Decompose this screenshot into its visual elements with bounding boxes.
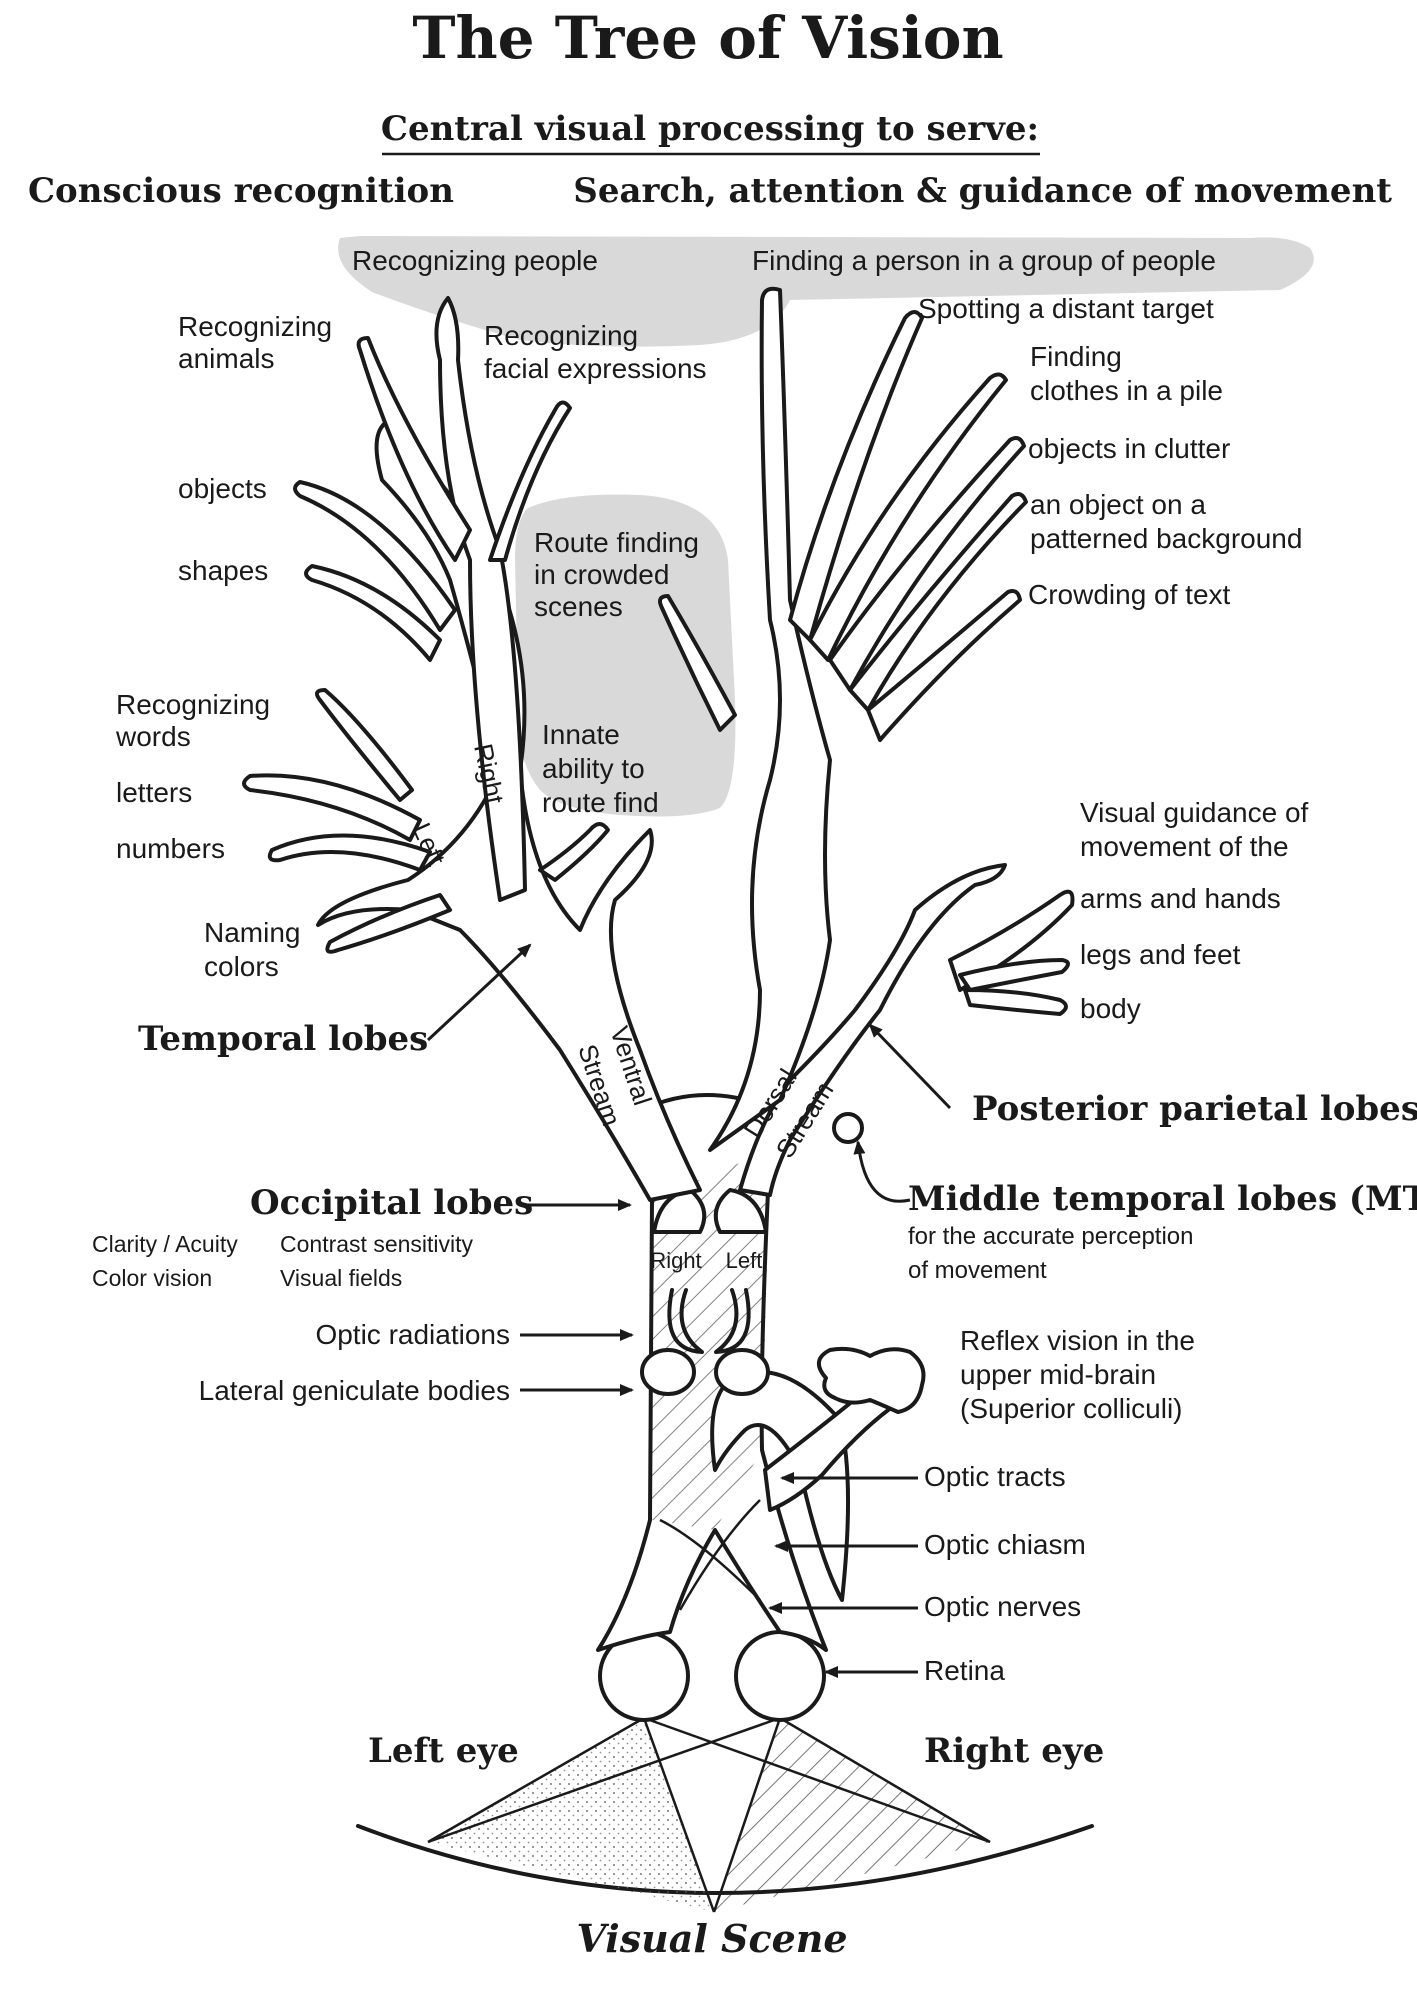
dorsal-stream-trunk	[738, 863, 1007, 1197]
branch-naming-colors	[325, 893, 452, 954]
label-clarity: Clarity / Acuity	[92, 1231, 238, 1257]
radiation-left	[714, 1288, 751, 1354]
branch-clothes	[808, 372, 1008, 662]
radiation-right	[667, 1288, 704, 1354]
label-visual-fields: Visual fields	[280, 1265, 402, 1291]
label-left-eye: Left eye	[368, 1731, 519, 1771]
label-optic-tracts: Optic tracts	[924, 1461, 1066, 1492]
branch-body	[963, 988, 1068, 1016]
label-parietal-lobes: Posterior parietal lobes	[972, 1089, 1417, 1129]
branch-numbers	[267, 833, 432, 872]
branch-animals	[356, 336, 472, 562]
label-optic-nerves: Optic nerves	[924, 1591, 1081, 1622]
mt-marker	[832, 1112, 864, 1144]
label-innate-3: route find	[542, 787, 659, 818]
label-innate-1: Innate	[542, 719, 620, 750]
label-reflex-1: Reflex vision in the	[960, 1325, 1195, 1356]
label-clothes-2: clothes in a pile	[1030, 375, 1223, 406]
branch-innate	[538, 822, 610, 882]
label-body: body	[1080, 993, 1141, 1024]
highlight-route-finding	[515, 494, 736, 817]
diagram-subtitle: Central visual processing to serve:	[381, 109, 1039, 149]
label-mt-note-2: of movement	[908, 1257, 1047, 1284]
label-finding-person: Finding a person in a group of people	[752, 245, 1216, 276]
label-guidance-1: Visual guidance of	[1080, 797, 1309, 828]
label-objects: objects	[178, 473, 267, 504]
heading-search-attention: Search, attention & guidance of movement	[573, 171, 1392, 211]
branch-legs	[958, 958, 1070, 992]
visual-scene-arc	[356, 1824, 1094, 1895]
superior-colliculi	[817, 1346, 926, 1414]
label-guidance-2: movement of the	[1080, 831, 1289, 862]
label-numbers: numbers	[116, 833, 225, 864]
label-temporal-lobes: Temporal lobes	[138, 1019, 428, 1059]
label-recognizing-people: Recognizing people	[352, 245, 598, 276]
diagram-title: The Tree of Vision	[412, 4, 1003, 72]
label-crowding: Crowding of text	[1028, 579, 1231, 610]
branch-crowding	[866, 589, 1022, 742]
branch-route-crowded	[658, 594, 737, 732]
lgb-left	[714, 1348, 770, 1396]
label-spotting: Spotting a distant target	[918, 293, 1214, 324]
label-words-1: Recognizing	[116, 689, 270, 720]
label-letters: letters	[116, 777, 192, 808]
label-route-crowded-3: scenes	[534, 591, 623, 622]
label-words-2: words	[115, 721, 191, 752]
chiasm-fibres	[659, 1499, 761, 1611]
label-occipital-lobes: Occipital lobes	[250, 1183, 533, 1223]
label-clutter: objects in clutter	[1028, 433, 1230, 464]
label-optic-radiations: Optic radiations	[315, 1319, 510, 1350]
branch-spotting	[788, 310, 924, 642]
label-innate-2: ability to	[542, 753, 645, 784]
label-patterned-2: patterned background	[1030, 523, 1302, 554]
label-route-crowded-2: in crowded	[534, 559, 669, 590]
label-contrast: Contrast sensitivity	[280, 1231, 474, 1257]
lgb-right	[640, 1348, 696, 1396]
label-facial-2: facial expressions	[484, 353, 707, 384]
label-visual-scene: Visual Scene	[576, 1916, 847, 1961]
label-animals-1: Recognizing	[178, 311, 332, 342]
label-clothes-1: Finding	[1030, 341, 1122, 372]
label-mt: Middle temporal lobes (MT)	[908, 1179, 1417, 1219]
label-legs: legs and feet	[1080, 939, 1241, 970]
label-retina: Retina	[924, 1655, 1005, 1686]
heading-conscious-recognition: Conscious recognition	[28, 171, 454, 211]
label-mt-note-1: for the accurate perception	[908, 1223, 1194, 1250]
label-animals-2: animals	[178, 343, 274, 374]
pointer-arrows	[426, 943, 952, 1678]
branch-objects	[293, 480, 457, 632]
label-reflex-2: upper mid-brain	[960, 1359, 1156, 1390]
branch-patterned	[848, 492, 1028, 712]
label-occ-right: Right	[650, 1248, 701, 1273]
label-lgb: Lateral geniculate bodies	[199, 1375, 510, 1406]
label-route-crowded-1: Route finding	[534, 527, 699, 558]
right-eyeball	[734, 1630, 826, 1722]
label-colors-2: colors	[204, 951, 279, 982]
label-optic-chiasm: Optic chiasm	[924, 1529, 1086, 1560]
label-right-eye: Right eye	[924, 1731, 1104, 1771]
dorsal-central-trunk	[708, 286, 832, 1152]
branch-arms	[948, 889, 1075, 992]
occipital-knot-left	[713, 1188, 768, 1234]
label-patterned-1: an object on a	[1030, 489, 1206, 520]
label-reflex-3: (Superior colliculi)	[960, 1393, 1183, 1424]
highlight-top-band	[338, 236, 1314, 347]
branch-facial	[488, 400, 572, 562]
label-shapes: shapes	[178, 555, 268, 586]
branch-right-ventral	[434, 296, 527, 902]
branch-clutter	[828, 436, 1026, 692]
label-colors-1: Naming	[204, 917, 300, 948]
label-color-vision: Color vision	[92, 1265, 212, 1291]
branch-words	[314, 688, 414, 802]
label-facial-1: Recognizing	[484, 320, 638, 351]
branch-shapes	[304, 564, 442, 662]
branch-letters	[242, 773, 422, 842]
label-occ-left: Left	[726, 1248, 763, 1273]
label-arms: arms and hands	[1080, 883, 1281, 914]
